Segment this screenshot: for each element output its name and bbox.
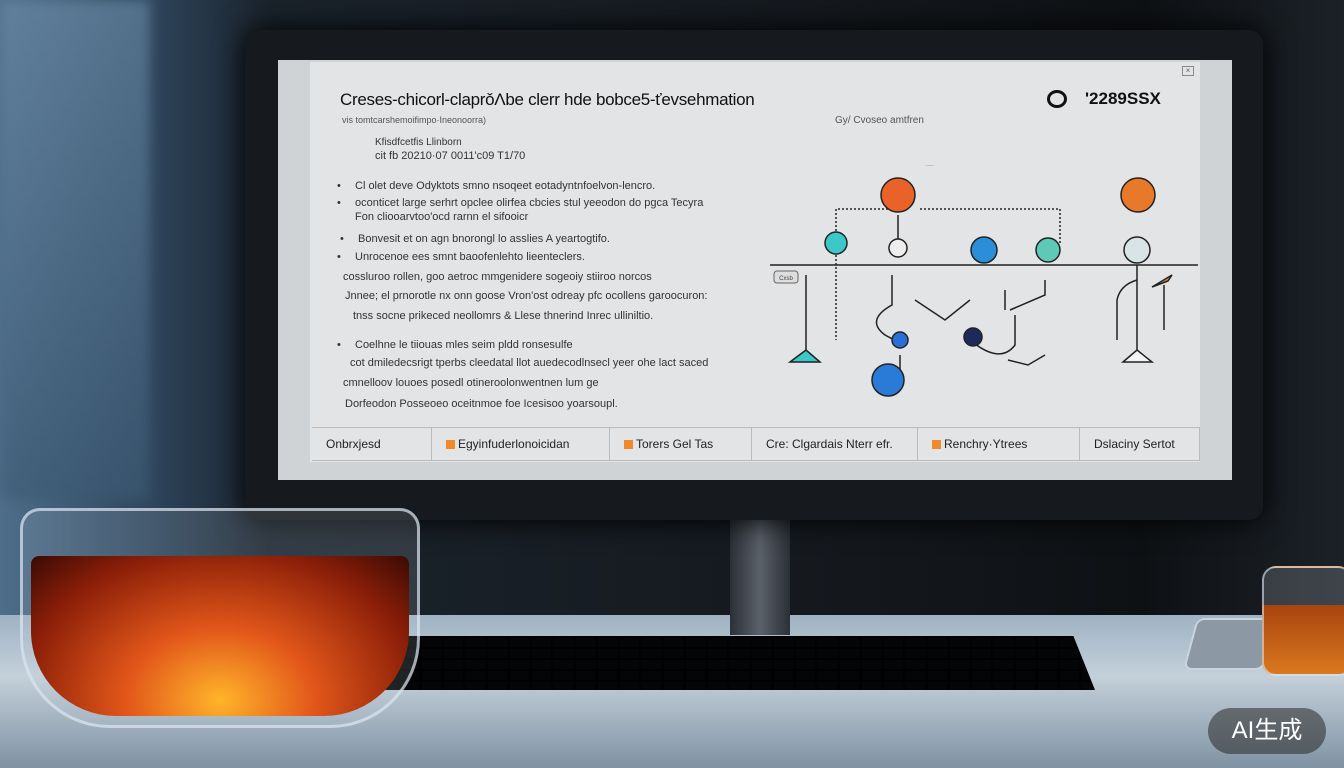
bullet-icon: • xyxy=(337,251,341,263)
diagram: Cxsb xyxy=(770,165,1198,397)
tab-label: Torers Gel Tas xyxy=(636,437,714,451)
text-line: cot dmiledecsrigt tperbs cleedatal llot … xyxy=(350,357,709,369)
text-line: Coelhne le tiiouas mles seim pldd ronses… xyxy=(355,339,573,351)
bullet-icon: • xyxy=(337,339,341,351)
tab-label: Onbrxjesd xyxy=(326,437,381,451)
tab-label: Renchry·Ytrees xyxy=(944,437,1028,451)
text-line: Bonvesit et on agn bnorongl lo asslies A… xyxy=(358,233,610,245)
text-line: cossluroo rollen, goo aetroc mmgenidere … xyxy=(343,271,652,283)
diagram-subtitle: Gy/ Cvoseo amtfren xyxy=(835,115,924,126)
tea-cup xyxy=(20,508,420,728)
watermark: AI生成 xyxy=(1208,708,1326,754)
text-line: Jnnee; el prnorotle nx onn goose Vron'os… xyxy=(345,290,708,302)
monitor-stand xyxy=(730,515,790,635)
close-icon[interactable]: × xyxy=(1182,66,1194,76)
tab[interactable]: Egyinfuderlonoicidan xyxy=(432,428,610,460)
bullet-icon: • xyxy=(337,180,341,192)
text-line: tnss socne prikeced neollomrs & Llese th… xyxy=(353,310,654,322)
tab-label: Dslaciny Sertot xyxy=(1094,437,1175,451)
text-line: oconticet large serhrt opclee olirfea cb… xyxy=(355,197,704,209)
text-line: Dorfeodon Posseoeo oceitnmoe foe Icesiso… xyxy=(345,398,618,410)
tab-marker-icon xyxy=(446,439,455,449)
text-line: Cl olet deve Odyktots smno nsoqeet eotad… xyxy=(355,180,656,192)
tab-marker-icon xyxy=(932,439,941,449)
tab[interactable]: Torers Gel Tas xyxy=(610,428,752,460)
text-line: Unrocenoe ees smnt baoofenlehto lieentec… xyxy=(355,251,585,263)
bullet-icon: • xyxy=(337,197,341,209)
tab[interactable]: Renchry·Ytrees xyxy=(918,428,1080,460)
window-light xyxy=(0,0,150,500)
bullet-icon: • xyxy=(340,233,344,245)
logo-icon xyxy=(1047,90,1067,108)
tea-cup-right xyxy=(1262,566,1344,676)
meta-line: cit fb 20210·07 0011'c09 T1/70 xyxy=(375,150,526,162)
tab[interactable]: Onbrxjesd xyxy=(312,428,432,460)
tea xyxy=(31,556,409,716)
tab[interactable]: Cre: Clgardais Nterr efr. xyxy=(752,428,918,460)
tab-bar: Onbrxjesd Egyinfuderlonoicidan Torers Gel … xyxy=(312,427,1200,461)
tab[interactable]: Dslaciny Sertot xyxy=(1080,428,1200,460)
page-title: Creses-chicorl-claprǒΛbe clerr hde bobce… xyxy=(340,90,755,109)
tab-marker-icon xyxy=(624,439,633,449)
diagram-label: Cxsb xyxy=(779,276,793,282)
tab-label: Egyinfuderlonoicidan xyxy=(458,437,570,451)
subtitle: vis tomtcarshemoifimpo·Ineonoorra) xyxy=(342,115,487,125)
keyboard xyxy=(375,636,1095,690)
text-line: Fon cliooarvtoo'ocd rarnn el sifooicr xyxy=(355,211,529,223)
meta-line: Kfisdfcetfis Llinborn xyxy=(375,137,462,148)
text-line: cmnelloov louoes posedl otineroolonwentn… xyxy=(343,377,599,389)
header-code: '2289SSX xyxy=(1085,89,1161,108)
tab-label: Cre: Clgardais Nterr efr. xyxy=(766,437,893,451)
